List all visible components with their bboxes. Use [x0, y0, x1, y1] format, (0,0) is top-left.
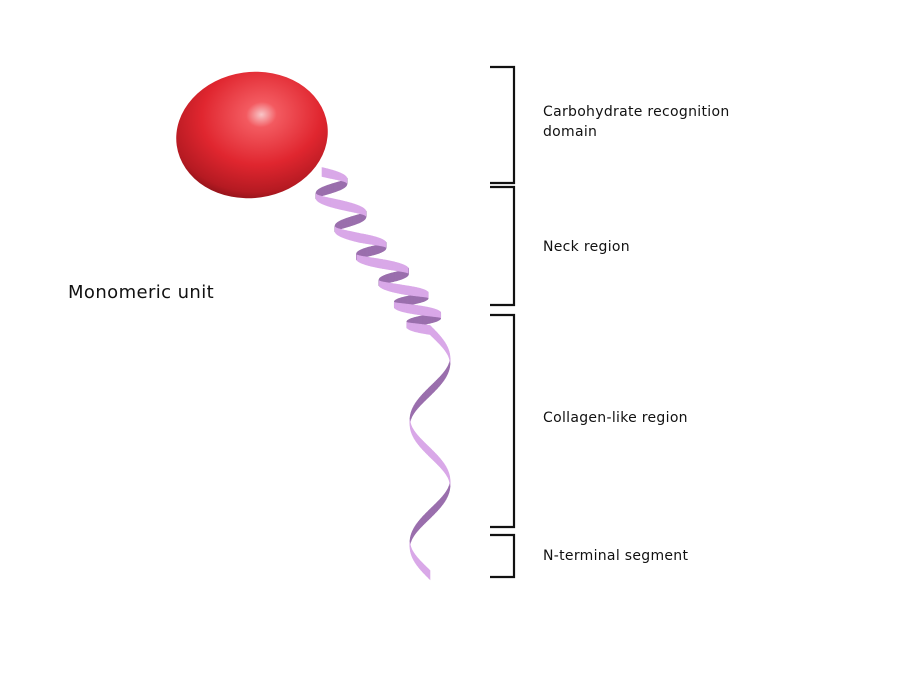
label-collagen-like-region: Collagen-like region	[543, 410, 688, 426]
helix-front-strands	[315, 167, 451, 581]
bracket-neck-region	[490, 185, 516, 307]
bracket-collagen-like-region	[490, 313, 516, 529]
helix-front-segment	[428, 568, 431, 581]
label-carbohydrate-recognition-domain-line2: domain	[543, 124, 598, 140]
bracket-n-terminal-segment	[490, 533, 516, 579]
bracket-carbohydrate-recognition-domain	[490, 65, 516, 185]
label-carbohydrate-recognition-domain: Carbohydrate recognition domain	[543, 102, 730, 142]
carbohydrate-recognition-domain-head	[176, 71, 328, 199]
region-brackets	[490, 65, 516, 579]
diagram-title: Monomeric unit	[68, 282, 215, 303]
label-carbohydrate-recognition-domain-line1: Carbohydrate recognition	[543, 104, 730, 120]
label-neck-region: Neck region	[543, 239, 630, 255]
helix-ribbon	[315, 167, 451, 581]
label-n-terminal-segment: N-terminal segment	[543, 548, 689, 564]
